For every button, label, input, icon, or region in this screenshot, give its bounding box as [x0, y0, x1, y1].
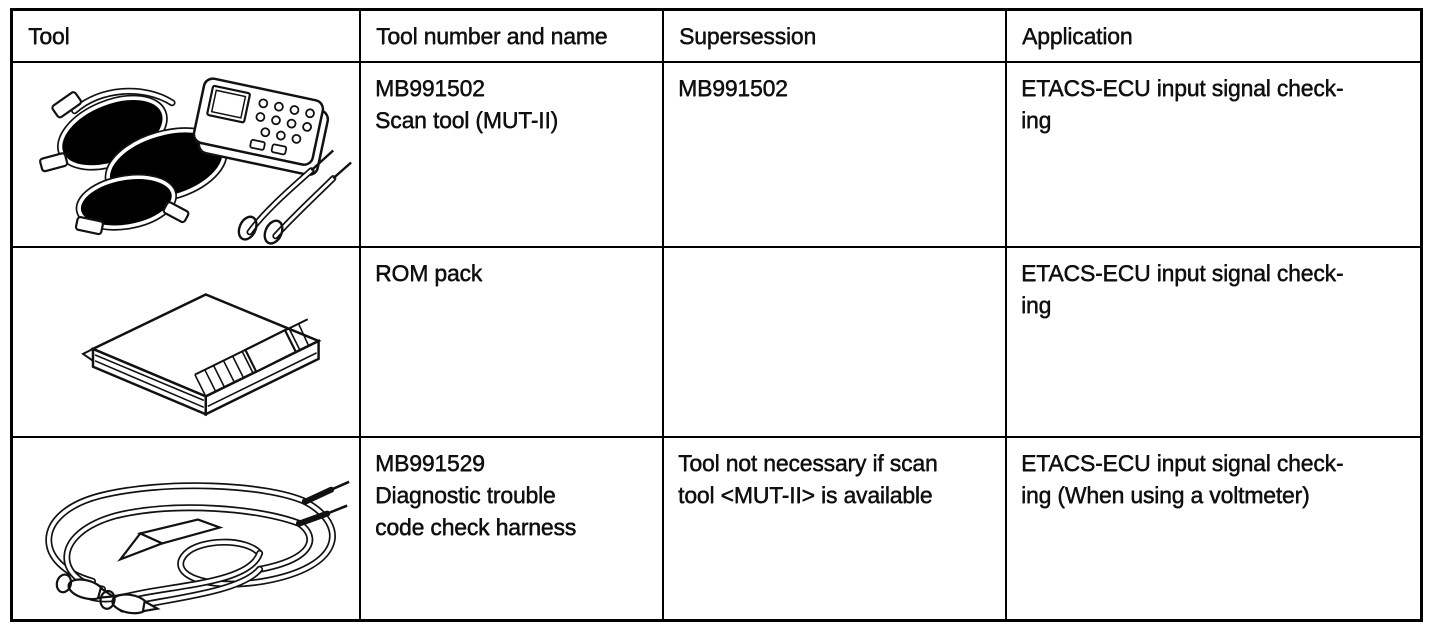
row1-supersession-cell: MB991502 — [662, 61, 1005, 246]
column-header-supersession: Supersession — [662, 11, 1005, 61]
row2-tool-number-cell: ROM pack — [359, 246, 662, 436]
special-tools-table: Tool Tool number and name Supersession A… — [10, 8, 1423, 622]
row1-tool-illustration-cell — [13, 61, 359, 246]
row3-tool-illustration-cell — [13, 436, 359, 619]
row1-application-cell: ETACS-ECU input signal check- ing — [1005, 61, 1420, 246]
row3-supersession-cell: Tool not necessary if scan tool <MUT-II>… — [662, 436, 1005, 619]
row2-tool-illustration-cell — [13, 246, 359, 436]
column-header-tool: Tool — [28, 23, 70, 49]
rom-pack-illustration — [81, 293, 322, 417]
column-header-tool-number-and-name: Tool number and name — [359, 11, 662, 61]
scan-tool-kit-illustration — [39, 77, 352, 245]
row3-application-cell: ETACS-ECU input signal check- ing (When … — [1005, 436, 1420, 619]
row2-supersession-cell — [662, 246, 1005, 436]
column-header-application: Application — [1005, 11, 1420, 61]
diagnostic-harness-illustration — [14, 480, 350, 615]
row1-tool-number-cell: MB991502 Scan tool (MUT-II) — [359, 61, 662, 246]
row2-application-cell: ETACS-ECU input signal check- ing — [1005, 246, 1420, 436]
row3-tool-number-cell: MB991529 Diagnostic trouble code check h… — [359, 436, 662, 619]
